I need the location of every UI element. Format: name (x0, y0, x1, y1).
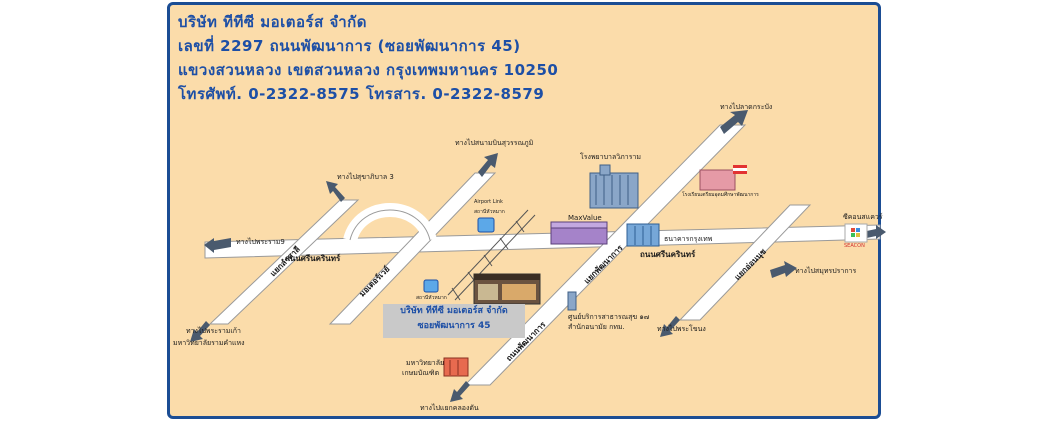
company-location-box: บริษัท ทีทีซี มอเตอร์ส จำกัด ซอยพัฒนาการ… (383, 304, 525, 338)
health-center-building (567, 291, 577, 311)
company-name: บริษัท ทีทีซี มอเตอร์ส จำกัด (178, 13, 367, 31)
hospital-building (589, 164, 639, 209)
arrow-sukhaphiban (326, 181, 345, 202)
company-storefront (473, 273, 541, 305)
lamsalee-road (208, 199, 360, 325)
label-station-left: สถานีหัวหมาก (416, 295, 447, 301)
label-maxvalue: MaxValue (568, 214, 602, 222)
label-seacon-logo: SEACON (844, 243, 865, 249)
dir-ramkhamhaeng-uni: มหาวิทยาลัยรามคำแหง (173, 339, 245, 347)
district-line: แขวงสวนหลวง เขตสวนหลวง กรุงเทพมหานคร 102… (178, 61, 559, 79)
dir-ramkhamhaeng: ทางไปพระรามเก้า (186, 327, 241, 335)
company-location-soi: ซอยพัฒนาการ 45 (417, 321, 491, 331)
seacon-logo (844, 223, 868, 243)
company-header: บริษัท ทีทีซี มอเตอร์ส จำกัด เลขที่ 2297… (178, 10, 558, 106)
maxvalue-building (550, 221, 608, 245)
dir-sukhaphiban: ทางไปสุขาภิบาล 3 (337, 173, 394, 181)
label-health-center1: ศูนย์บริการสาธารณสุข ๑๗ (568, 313, 650, 321)
dir-suvarnabhumi: ทางไปสนามบินสุวรรณภูมิ (455, 139, 534, 147)
bank-building (626, 223, 660, 247)
onnut-road (678, 204, 812, 321)
direction-arrows (190, 110, 886, 402)
dir-prakanong: ทางไปพระโขนง (657, 325, 706, 333)
dir-khlongton: ทางไปแยกคลองตัน (420, 404, 479, 412)
dir-latkrabang: ทางไปลาดกระบัง (720, 103, 773, 111)
pattanakarn-road (463, 124, 747, 386)
arrow-latkrabang (720, 110, 748, 134)
dir-rama9: ทางไปพระราม9 (236, 238, 285, 246)
arrow-suvarnabhumi (478, 153, 498, 177)
road-srinakarin-left: ถนนศรีนครินทร์ (285, 254, 341, 263)
label-university1: มหาวิทยาลัย (406, 359, 445, 367)
label-university2: เกษมบัณฑิต (402, 369, 440, 377)
station-icon-left (423, 279, 439, 293)
phone-line: โทรศัพท์. 0-2322-8575 โทรสาร. 0-2322-857… (178, 85, 545, 103)
station-icon-airport (477, 217, 495, 233)
airport-link-railway (447, 209, 536, 301)
company-location-name: บริษัท ทีทีซี มอเตอร์ส จำกัด (400, 306, 508, 316)
road-srinakarin-right: ถนนศรีนครินทร์ (640, 250, 696, 259)
label-bank: ธนาคารกรุงเทพ (664, 235, 713, 243)
university-building (443, 357, 469, 377)
label-seacon: ซีคอนสแควร์ (843, 213, 883, 221)
address-line: เลขที่ 2297 ถนนพัฒนาการ (ซอยพัฒนาการ 45) (178, 37, 521, 55)
label-airport-link-th: สถานีหัวหมาก (474, 209, 505, 215)
label-health-center2: สำนักอนามัย กทม. (568, 323, 625, 331)
arrow-prakanong (660, 316, 680, 337)
dir-samutprakan: ทางไปสมุทรปราการ (795, 267, 857, 275)
arrow-khlongton (450, 381, 470, 402)
label-hospital: โรงพยาบาลวิภาราม (580, 153, 642, 161)
arrow-seacon (862, 225, 886, 239)
arrow-ramkhamhaeng (190, 321, 210, 342)
label-airport-link: Airport Link (474, 199, 503, 205)
school-building (699, 165, 747, 191)
arrow-samutprakan (770, 261, 797, 278)
label-school: โรงเรียนเตรียมอุดมศึกษาพัฒนาการ (682, 192, 759, 198)
arrow-rama9 (204, 238, 231, 253)
